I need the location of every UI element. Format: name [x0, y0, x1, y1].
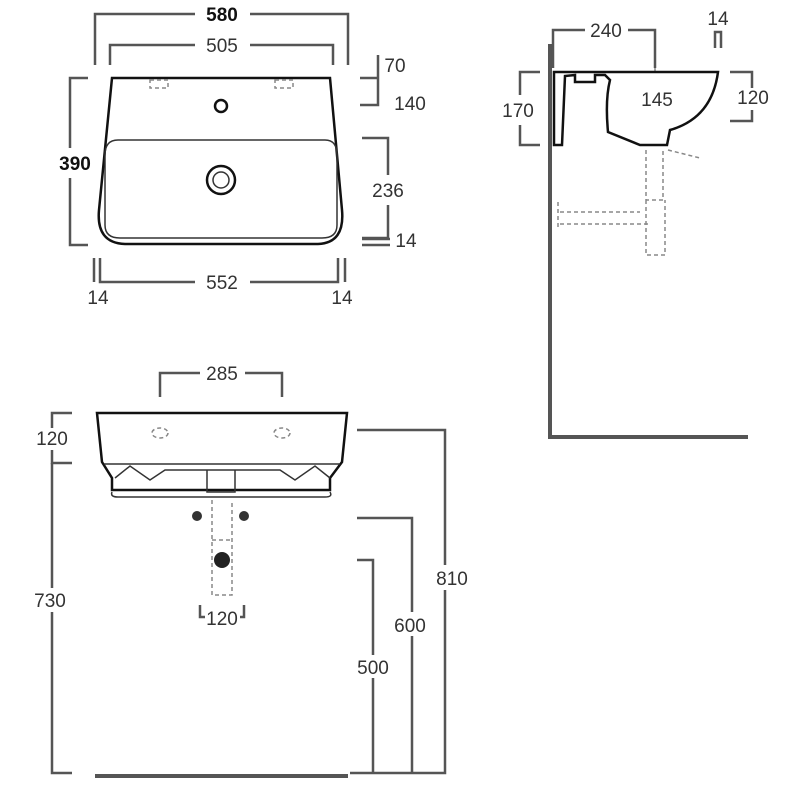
wall-bolt-left [192, 511, 202, 521]
fixing-hole-right [274, 79, 294, 89]
dim-line-14 [362, 237, 390, 247]
dim-line-285 [158, 371, 284, 397]
dim-390: 390 [59, 154, 91, 175]
dim-14-front: 14 [395, 231, 417, 252]
dim-285: 285 [206, 364, 238, 385]
waste-pipe-dashed [211, 500, 233, 596]
fixing-hole-front-right [273, 427, 291, 439]
dim-145: 145 [641, 90, 673, 111]
drain-outer [205, 164, 237, 196]
front-view: 285 120 120 730 810 600 500 [34, 364, 468, 778]
dim-600: 600 [394, 616, 426, 637]
dim-line-600 [357, 516, 414, 773]
dim-810: 810 [436, 569, 468, 590]
fixing-hole-left [149, 79, 169, 89]
dim-line-552 [92, 258, 347, 284]
basin-section [552, 70, 720, 147]
dim-14-right: 14 [331, 288, 353, 309]
basin-outline-top [97, 76, 344, 246]
drain-inner [212, 171, 230, 189]
dim-580: 580 [206, 5, 238, 26]
basin-front [95, 411, 349, 492]
dim-240: 240 [590, 21, 622, 42]
trap-dashed [557, 149, 701, 256]
dim-120-front: 120 [36, 429, 68, 450]
dim-line-170 [518, 70, 540, 147]
dim-730: 730 [34, 591, 66, 612]
dim-236: 236 [372, 181, 404, 202]
top-view: 580 505 390 70 140 236 14 552 14 14 [59, 5, 426, 309]
dim-line-500 [357, 558, 375, 773]
dim-line-580 [93, 12, 350, 65]
dim-line-120-waste [198, 605, 246, 619]
dim-line-240 [551, 28, 657, 68]
side-view: 240 14 170 145 120 [502, 9, 769, 439]
dim-line-120-side [730, 70, 754, 123]
dim-14-rim: 14 [707, 9, 729, 30]
fixing-hole-front-left [151, 427, 169, 439]
dim-line-70 [360, 55, 380, 107]
dim-505: 505 [206, 36, 238, 57]
wall-bolt-right [239, 511, 249, 521]
dim-500: 500 [357, 658, 389, 679]
dim-line-810 [350, 428, 447, 775]
dim-line-505 [108, 43, 335, 65]
bowl-outline [104, 139, 338, 239]
dim-14-left: 14 [87, 288, 109, 309]
dim-line-14-rim [713, 30, 723, 48]
dim-line-730 [50, 463, 72, 775]
wall-and-floor [548, 44, 748, 439]
dim-70: 70 [384, 56, 405, 77]
dim-line-390 [68, 76, 88, 247]
waste-outlet [214, 552, 230, 568]
tap-hole [213, 98, 229, 114]
dim-120-waste: 120 [206, 609, 238, 630]
dim-120-side: 120 [737, 88, 769, 109]
dim-170: 170 [502, 101, 534, 122]
dim-552: 552 [206, 273, 238, 294]
dim-140: 140 [394, 94, 426, 115]
basin-underside [104, 463, 340, 498]
